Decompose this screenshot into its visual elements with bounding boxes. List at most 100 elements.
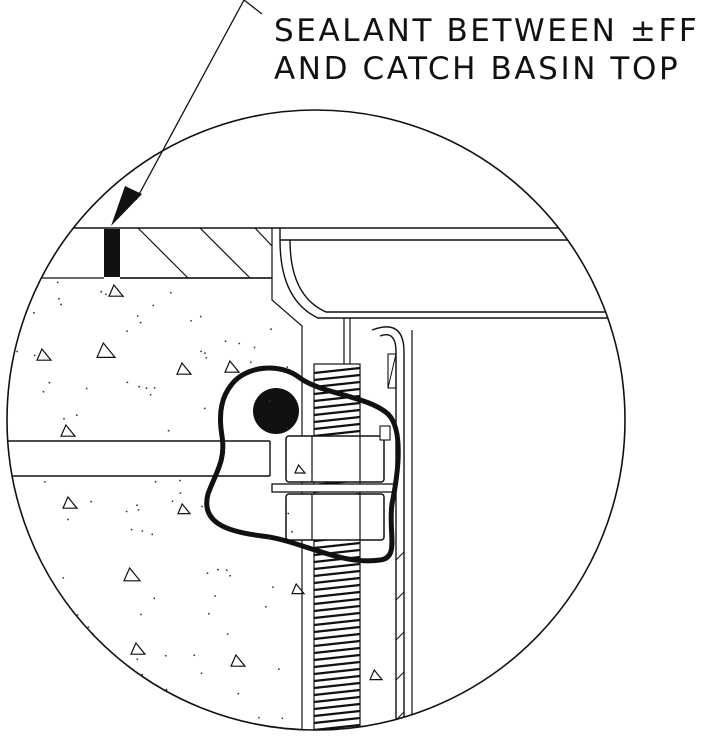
rod-thread [313, 562, 361, 571]
hatched-screed [120, 227, 273, 279]
concrete-speck [125, 510, 128, 513]
concrete-speck [140, 613, 142, 616]
concrete-speck [268, 536, 271, 539]
concrete-speck [265, 605, 267, 608]
aggregate-triangle [176, 361, 193, 375]
concrete-speck [204, 352, 206, 354]
aggregate-triangle [96, 341, 117, 358]
concrete-speck [165, 688, 168, 691]
concrete-speck [145, 387, 148, 390]
concrete-speck [31, 676, 34, 679]
rod-thread [313, 646, 361, 655]
concrete-speck [87, 626, 90, 628]
rod-thread [313, 639, 361, 648]
rod-thread [313, 569, 361, 578]
concrete-speck [287, 512, 290, 515]
rod-thread [313, 604, 361, 613]
concrete-speck [107, 699, 109, 702]
concrete-speck [85, 387, 88, 390]
concrete-speck [208, 612, 210, 615]
concrete-specks [11, 281, 293, 729]
concrete-speck [122, 295, 124, 298]
detail-circle [6, 109, 626, 731]
concrete-speck [62, 577, 65, 579]
concrete-speck [272, 586, 274, 588]
concrete-speck [56, 281, 59, 284]
rod-thread [313, 660, 361, 669]
rod-thread [313, 401, 361, 410]
concrete-speck [169, 291, 172, 294]
rod-thread [313, 709, 361, 718]
rod-thread [313, 583, 361, 592]
concrete-speck [42, 390, 45, 393]
concrete-speck [16, 350, 18, 353]
concrete-speck [33, 354, 36, 357]
sealant-loop [204, 365, 401, 564]
concrete-edge [7, 277, 303, 730]
concrete-speck [141, 530, 144, 532]
concrete-speck [291, 530, 293, 533]
concrete-speck [277, 668, 280, 671]
concrete-speck [253, 346, 256, 349]
concrete-speck [225, 569, 228, 571]
concrete-speck [153, 597, 156, 600]
concrete-speck [224, 340, 227, 343]
concrete-speck [48, 381, 51, 384]
concrete-speck [226, 633, 229, 635]
concrete-speck [45, 638, 48, 640]
concrete-speck [33, 311, 35, 314]
concrete-speck [193, 654, 196, 657]
concrete-speck [179, 479, 181, 482]
sealant-callout: SEALANT BETWEEN ±FFL AND CATCH BASIN TOP [274, 12, 702, 88]
concrete-speck [32, 697, 34, 700]
concrete-speck [153, 386, 156, 389]
basin-wall [371, 326, 413, 730]
callout-line-2: AND CATCH BASIN TOP [274, 51, 681, 87]
concrete-speck [167, 429, 170, 432]
concrete-speck [136, 658, 139, 661]
aggregate-triangle [369, 668, 384, 681]
concrete-speck [149, 393, 152, 396]
rod-thread [313, 618, 361, 627]
aggregate-triangle [177, 502, 192, 515]
concrete-speck [201, 505, 203, 508]
concrete-speck [286, 366, 289, 368]
aggregate-triangle [130, 641, 147, 655]
sealant-bead [104, 229, 120, 277]
concrete-speck [26, 614, 29, 617]
rod-thread [313, 667, 361, 676]
concrete-speck [164, 654, 167, 657]
concrete-speck [78, 679, 81, 681]
concrete-speck [58, 724, 61, 727]
concrete-speck [200, 350, 203, 353]
concrete-speck [144, 726, 147, 729]
concrete-speck [214, 595, 217, 597]
concrete-speck [152, 304, 155, 307]
rod-thread [313, 373, 361, 382]
horizontal-sleeve [7, 440, 271, 477]
aggregate-triangle [224, 359, 241, 373]
concrete-speck [206, 572, 209, 574]
concrete-speck [90, 500, 92, 503]
concrete-speck [200, 672, 203, 675]
aggregate-triangle [294, 463, 307, 474]
concrete-speck [141, 673, 144, 676]
concrete-speck [75, 414, 78, 417]
concrete-speck [67, 518, 69, 521]
aggregate-triangle [108, 283, 125, 297]
concrete-speck [258, 716, 260, 719]
concrete-speck [75, 654, 78, 657]
rod-thread [313, 576, 361, 585]
rod-thread [313, 695, 361, 704]
concrete-speck [60, 303, 62, 306]
aggregate-triangle [62, 495, 79, 509]
rod-thread [313, 674, 361, 683]
rod-thread [313, 541, 361, 550]
rod-thread [313, 702, 361, 711]
backer-rod [253, 388, 299, 434]
concrete-speck [136, 504, 139, 506]
concrete-speck [105, 293, 107, 296]
concrete-speck [203, 407, 206, 410]
concrete-speck [142, 716, 144, 719]
concrete-speck [31, 677, 34, 680]
